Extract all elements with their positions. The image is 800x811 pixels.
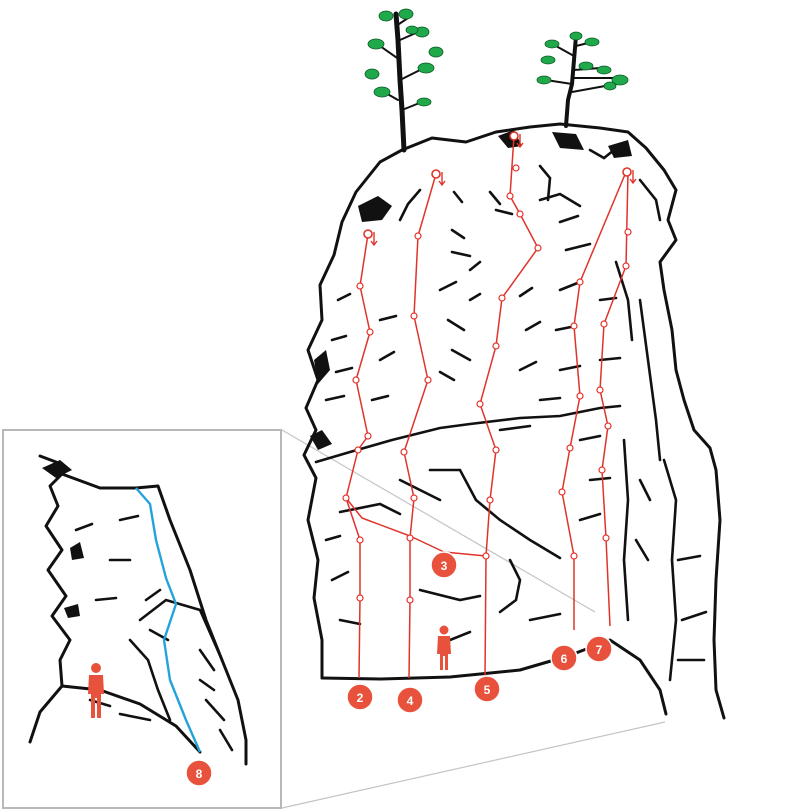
route-line-5 — [479, 135, 539, 679]
zoom-connector — [281, 429, 666, 809]
anchor-icon — [431, 169, 446, 187]
anchor-icon — [509, 131, 524, 149]
tree-icon — [536, 31, 629, 128]
route-badge-2[interactable]: 2 — [346, 683, 374, 711]
anchor-icon — [363, 229, 378, 247]
route-badge-8[interactable]: 8 — [185, 759, 213, 787]
bolt-markers — [342, 164, 632, 604]
route-badge-6[interactable]: 6 — [550, 644, 578, 672]
route-label-3: 3 — [441, 559, 448, 573]
route-line-8 — [135, 487, 202, 753]
route-badge-3[interactable]: 3 — [430, 551, 458, 579]
rock-tower — [302, 122, 726, 720]
anchor-icon — [622, 167, 637, 185]
inset-panel: 8 — [2, 429, 282, 809]
route-line-7 — [599, 171, 629, 627]
route-badge-4[interactable]: 4 — [396, 686, 424, 714]
route-badge-5[interactable]: 5 — [473, 675, 501, 703]
tree-icon — [364, 8, 444, 153]
route-label-2: 2 — [357, 691, 364, 705]
route-line-6 — [561, 171, 627, 630]
route-line-2 — [345, 233, 371, 679]
route-label-6: 6 — [561, 652, 568, 666]
route-label-8: 8 — [196, 767, 203, 781]
person-icon — [88, 663, 104, 718]
route-badge-7[interactable]: 7 — [585, 635, 613, 663]
route-label-4: 4 — [407, 694, 414, 708]
person-icon — [437, 625, 451, 670]
route-label-7: 7 — [596, 643, 603, 657]
route-label-5: 5 — [484, 683, 491, 697]
